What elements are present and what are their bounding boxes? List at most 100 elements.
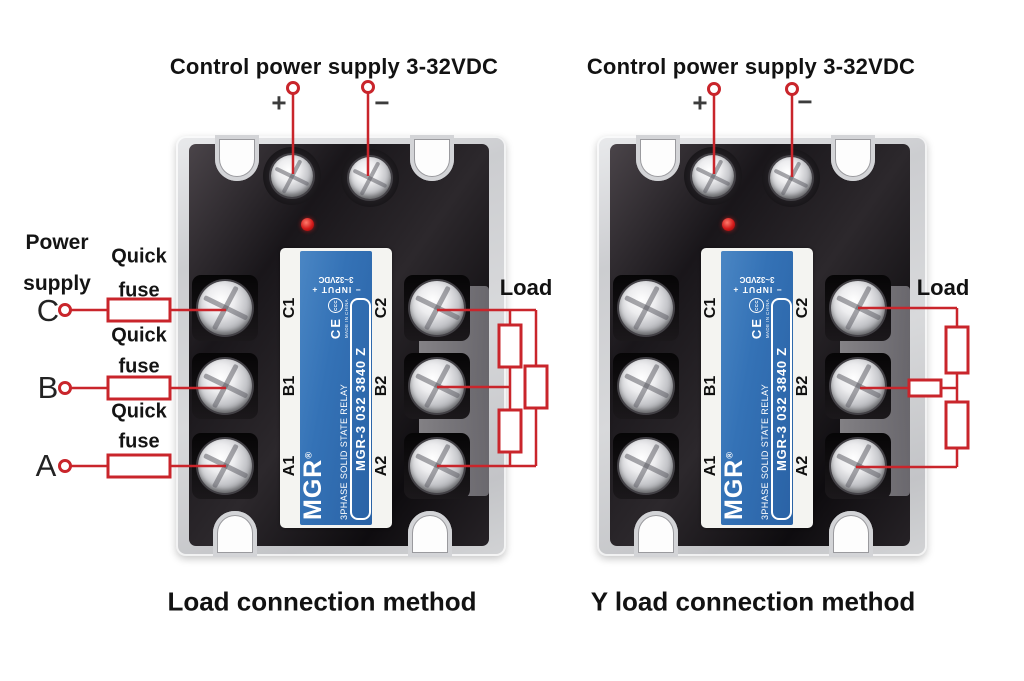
terminal-c2 — [825, 275, 891, 341]
product-line-text: 3PHASE SOLID STATE RELAY — [759, 383, 770, 520]
fuse-symbol — [106, 375, 172, 401]
mounting-slot — [213, 511, 257, 557]
mounting-slot — [215, 135, 259, 181]
terminal-b2 — [404, 353, 470, 419]
load-label: Load — [499, 275, 553, 300]
power-supply-label-line1: Power — [25, 231, 89, 254]
ccc-certification-icon: CCC — [748, 298, 764, 313]
terminal-name-a2: A2 — [373, 455, 390, 477]
load-resistor-symbol — [523, 364, 549, 410]
minus-sign: − — [374, 87, 390, 118]
mounting-slot — [829, 511, 873, 557]
registered-mark: ® — [724, 451, 735, 459]
model-badge: MGR-3 032 3840 Z — [771, 298, 792, 520]
ce-mark: CE — [748, 317, 764, 340]
terminal-name-c2: C2 — [794, 297, 811, 319]
input-range: 3~32VDC — [739, 275, 775, 285]
terminal-c1 — [192, 275, 258, 341]
certification-group: CE CCC MADE IN CHINA — [327, 298, 349, 340]
terminal-b1 — [192, 353, 258, 419]
terminal-name-a2: A2 — [794, 455, 811, 477]
terminal-name-a1: A1 — [702, 455, 719, 477]
screw-icon — [198, 359, 252, 413]
origin-text: MADE IN CHINA — [343, 298, 349, 339]
brand-text: MGR — [299, 458, 327, 520]
load-resistor-symbol — [944, 400, 970, 450]
input-word: INPUT — [741, 285, 773, 295]
mounting-slot — [408, 511, 452, 557]
terminal-a1 — [192, 433, 258, 499]
screw-icon — [349, 157, 391, 199]
y-connection-caption: Y load connection method — [590, 586, 916, 617]
ccc-certification-icon: CCC — [327, 298, 343, 313]
relay-label-text: MGR® 3PHASE SOLID STATE RELAY CE CCC MAD… — [299, 298, 371, 520]
input-plus: + — [732, 285, 739, 295]
terminal-name-c1: C1 — [281, 297, 298, 319]
control-terminal-minus — [762, 149, 820, 207]
relay-label: − INPUT + 3~32VDC MGR® 3PHASE SOLID STAT… — [701, 248, 813, 528]
screw-icon — [198, 281, 252, 335]
relay-label-blue: − INPUT + 3~32VDC MGR® 3PHASE SOLID STAT… — [299, 251, 372, 525]
status-led-icon — [301, 218, 314, 231]
input-plus: + — [311, 285, 318, 295]
origin-text: MADE IN CHINA — [764, 298, 770, 339]
terminal-a1 — [613, 433, 679, 499]
plus-sign: + — [271, 87, 287, 118]
input-rating-section: − INPUT + 3~32VDC — [721, 253, 793, 295]
screw-icon — [619, 281, 673, 335]
relay-y: − INPUT + 3~32VDC MGR® 3PHASE SOLID STAT… — [597, 135, 927, 557]
phase-a-node — [58, 459, 72, 473]
delta-connection-caption: Load connection method — [167, 586, 477, 617]
screw-icon — [692, 155, 734, 197]
mounting-slot — [410, 135, 454, 181]
terminal-b2 — [825, 353, 891, 419]
terminal-name-b2: B2 — [794, 375, 811, 397]
minus-sign: − — [797, 86, 813, 117]
terminal-a2 — [825, 433, 891, 499]
screw-icon — [831, 359, 885, 413]
screw-icon — [271, 155, 313, 197]
relay-label-blue: − INPUT + 3~32VDC MGR® 3PHASE SOLID STAT… — [720, 251, 793, 525]
screw-icon — [770, 157, 812, 199]
load-label: Load — [916, 275, 970, 300]
terminal-b1 — [613, 353, 679, 419]
brand-text: MGR — [720, 458, 748, 520]
screw-icon — [619, 439, 673, 493]
control-minus-node — [785, 82, 799, 96]
product-line-text: 3PHASE SOLID STATE RELAY — [338, 383, 349, 520]
control-minus-node — [361, 80, 375, 94]
input-range: 3~32VDC — [318, 275, 354, 285]
phase-b-node — [58, 381, 72, 395]
terminal-name-b1: B1 — [281, 375, 298, 397]
screw-icon — [410, 359, 464, 413]
power-supply-label-line2: supply — [23, 272, 91, 295]
control-supply-heading: Control power supply 3-32VDC — [586, 54, 916, 79]
terminal-name-a1: A1 — [281, 455, 298, 477]
screw-icon — [198, 439, 252, 493]
control-terminal-minus — [341, 149, 399, 207]
terminal-name-b2: B2 — [373, 375, 390, 397]
terminal-a2 — [404, 433, 470, 499]
quick-fuse-label-word1: Quick — [111, 400, 167, 423]
input-minus: − — [354, 285, 361, 295]
quick-fuse-label-word2: fuse — [118, 279, 160, 302]
load-resistor-symbol — [944, 325, 970, 375]
quick-fuse-label-word1: Quick — [111, 245, 167, 268]
model-badge: MGR-3 032 3840 Z — [350, 298, 371, 520]
screw-icon — [410, 281, 464, 335]
screw-icon — [831, 281, 885, 335]
registered-mark: ® — [303, 451, 314, 459]
relay-label: − INPUT + 3~32VDC MGR® 3PHASE SOLID STAT… — [280, 248, 392, 528]
quick-fuse-label-word2: fuse — [118, 430, 160, 453]
phase-label-b: B — [37, 370, 59, 405]
input-word: INPUT — [320, 285, 352, 295]
relay-delta: − INPUT + 3~32VDC MGR® 3PHASE SOLID STAT… — [176, 135, 506, 557]
quick-fuse-label-word2: fuse — [118, 355, 160, 378]
ce-mark: CE — [327, 317, 343, 340]
mounting-slot — [636, 135, 680, 181]
phase-label-c: C — [36, 293, 60, 328]
screw-icon — [619, 359, 673, 413]
phase-c-node — [58, 303, 72, 317]
screw-icon — [831, 439, 885, 493]
